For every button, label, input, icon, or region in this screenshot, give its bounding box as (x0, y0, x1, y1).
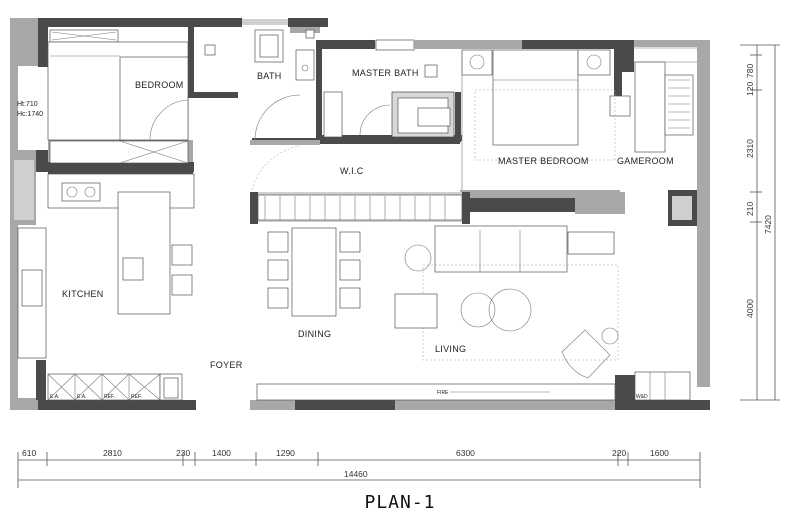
dim-right-3: 2310 (745, 139, 755, 158)
dim-bottom-total: 14460 (344, 469, 368, 479)
dim-right-1: 120 (745, 82, 755, 96)
note-hc: Hc:1740 (17, 111, 43, 118)
note-ht: Ht:710 (17, 101, 38, 108)
note-ea-1: E.A. (50, 394, 59, 400)
label-master-bedroom: MASTER BEDROOM (498, 156, 589, 166)
master-bath-fixtures (375, 39, 455, 138)
dim-bottom-6: 6300 (456, 448, 475, 458)
label-gameroom: GAMEROOM (617, 156, 674, 166)
note-ea-2: E.A. (77, 394, 86, 400)
dim-right-2: 780 (745, 64, 755, 78)
living-furniture (256, 225, 691, 401)
note-ref-2: REF. (131, 394, 142, 400)
label-foyer: FOYER (210, 360, 243, 370)
dimension-lines-right (740, 44, 780, 401)
dining-furniture (267, 227, 361, 317)
wardrobe (251, 145, 463, 221)
dimension-lines-bottom (17, 452, 701, 488)
label-master-bath: MASTER BATH (352, 68, 419, 78)
gameroom-furniture (634, 47, 697, 153)
bedroom-furniture (47, 29, 189, 164)
label-bath: BATH (257, 71, 282, 81)
master-bedroom-furniture (461, 49, 631, 190)
dim-bottom-2: 2810 (103, 448, 122, 458)
dim-right-total: 7420 (763, 215, 773, 234)
note-ref-1: REF. (104, 394, 115, 400)
dim-bottom-7: 220 (612, 448, 626, 458)
dim-bottom-5: 1290 (276, 448, 295, 458)
label-wic: W.I.C (340, 166, 364, 176)
dim-right-4: 210 (745, 202, 755, 216)
outer-walls (10, 18, 710, 410)
label-bedroom: BEDROOM (135, 80, 184, 90)
bath-fixtures (204, 29, 391, 141)
label-dining: DINING (298, 329, 331, 339)
dim-bottom-1: 610 (22, 448, 36, 458)
plan-title: PLAN-1 (364, 492, 436, 513)
note-wd: W&D (636, 394, 648, 400)
dim-bottom-4: 1400 (212, 448, 231, 458)
kitchen-furniture (17, 173, 195, 401)
note-fire: FIRE (437, 390, 449, 396)
dim-bottom-8: 1600 (650, 448, 669, 458)
dim-bottom-3: 230 (176, 448, 190, 458)
dim-right-5: 4000 (745, 299, 755, 318)
label-kitchen: KITCHEN (62, 289, 104, 299)
label-living: LIVING (435, 344, 466, 354)
